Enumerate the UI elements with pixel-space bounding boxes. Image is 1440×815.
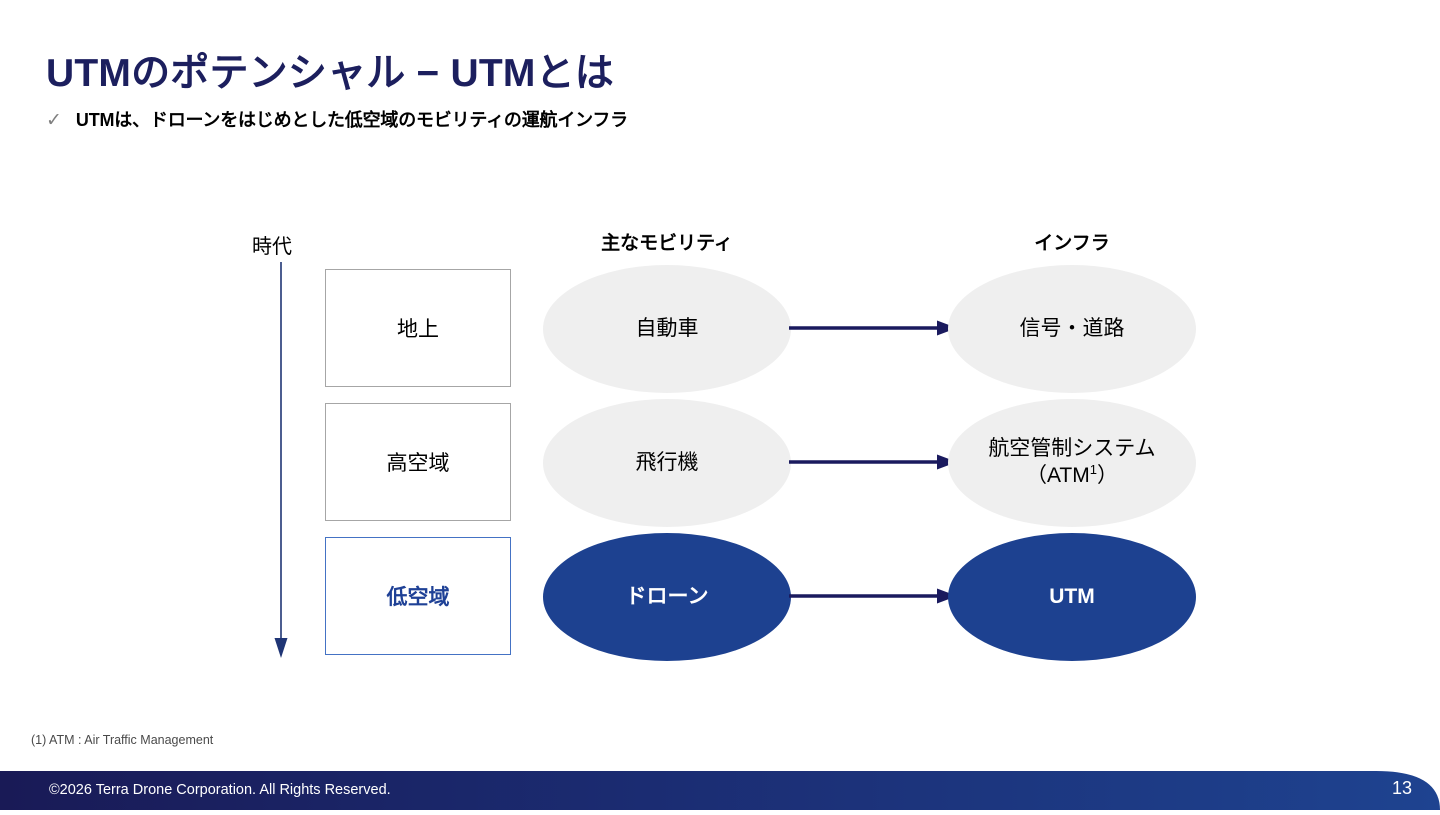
page-title: UTMのポテンシャル − UTMとは <box>46 52 614 95</box>
era-box-low-altitude: 低空域 <box>325 537 511 655</box>
subtitle-row: ✓ UTMは、ドローンをはじめとした低空域のモビリティの運航インフラ <box>46 106 628 132</box>
infrastructure-ellipse-road: 信号・道路 <box>948 265 1196 393</box>
utm-concept-diagram: 時代 主なモビリティ インフラ 地上 高空域 低空域 自動車 信号・道路 飛行機… <box>252 233 1196 661</box>
right-arrow-icon <box>789 588 957 604</box>
mobility-ellipse-car: 自動車 <box>543 265 791 393</box>
subtitle-text: UTMは、ドローンをはじめとした低空域のモビリティの運航インフラ <box>75 110 628 130</box>
infrastructure-ellipse-atm: 航空管制システム （ATM1） <box>948 399 1196 527</box>
era-box-label: 地上 <box>397 318 439 341</box>
infrastructure-label-line2-suffix: ） <box>1097 464 1119 487</box>
infrastructure-label: 信号・道路 <box>1019 316 1125 340</box>
footer-copyright: ©2026 Terra Drone Corporation. All Right… <box>49 782 391 798</box>
era-box-ground: 地上 <box>325 269 511 387</box>
mobility-label: ドローン <box>625 584 709 608</box>
footer-shape <box>0 771 1440 810</box>
column-header-infrastructure: インフラ <box>1034 233 1110 254</box>
down-arrow-icon <box>274 262 288 658</box>
right-arrow-icon <box>789 454 957 470</box>
infrastructure-label: UTM <box>1049 584 1095 608</box>
footnote-text: (1) ATM : Air Traffic Management <box>31 733 214 747</box>
era-box-high-altitude: 高空域 <box>325 403 511 521</box>
era-box-label: 低空域 <box>386 586 450 609</box>
infrastructure-ellipse-utm: UTM <box>948 533 1196 661</box>
infrastructure-label-line2-prefix: （ATM <box>1025 464 1090 487</box>
footer-bar: ©2026 Terra Drone Corporation. All Right… <box>0 765 1440 810</box>
page-number: 13 <box>1391 778 1412 798</box>
footnote-marker: 1 <box>1089 462 1098 477</box>
infrastructure-label: 航空管制システム （ATM1） <box>988 436 1155 490</box>
infrastructure-label-line1: 航空管制システム <box>988 437 1156 461</box>
right-arrow-icon <box>789 320 957 336</box>
era-box-label: 高空域 <box>386 452 450 475</box>
mobility-ellipse-airplane: 飛行機 <box>543 399 791 527</box>
mobility-ellipse-drone: ドローン <box>543 533 791 661</box>
mobility-label: 飛行機 <box>635 450 699 474</box>
column-header-mobility: 主なモビリティ <box>601 233 733 254</box>
mobility-label: 自動車 <box>635 316 699 340</box>
check-icon: ✓ <box>46 110 62 131</box>
column-header-era: 時代 <box>252 236 292 258</box>
